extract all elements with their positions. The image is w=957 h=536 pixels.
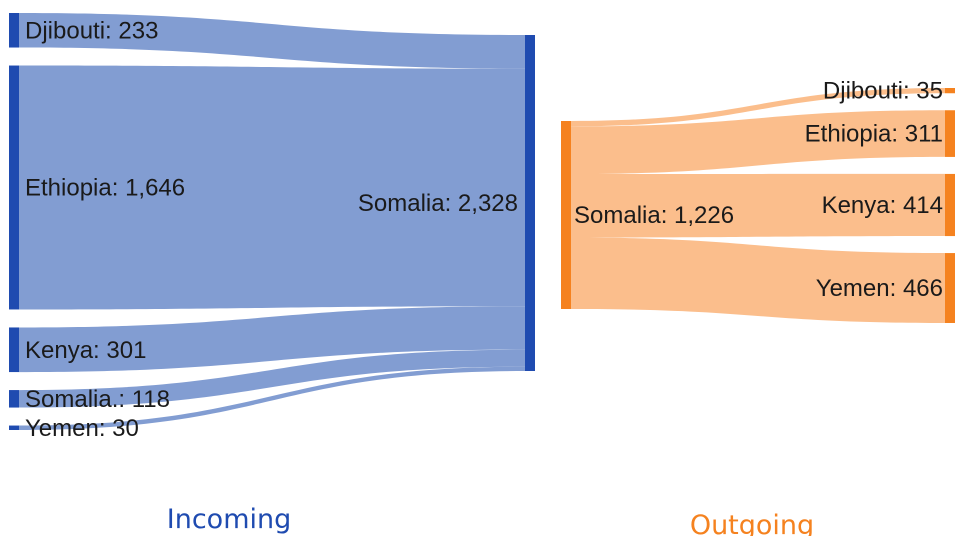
outgoing-title: Outgoing: [690, 510, 814, 536]
node-label-somalia-source: Somalia: 1,226: [574, 202, 734, 229]
node-ethiopia: [9, 65, 19, 310]
node-label-somalia-target: Somalia: 2,328: [358, 190, 518, 217]
node-label-ethiopia: Ethiopia: 311: [805, 121, 943, 148]
node-djibouti: [945, 88, 955, 94]
link-somalia-to-somalia: [19, 349, 525, 408]
node-somalia: [9, 390, 19, 408]
link-djibouti-to-somalia: [19, 13, 525, 69]
node-label-somalia: Somalia.: 118: [25, 386, 170, 413]
link-somalia-to-yemen: [571, 237, 945, 323]
link-kenya-to-somalia: [19, 306, 525, 373]
incoming-title: Incoming: [167, 504, 292, 535]
node-kenya: [945, 173, 955, 237]
link-yemen-to-somalia: [19, 366, 525, 430]
incoming-nodes: [9, 13, 535, 430]
node-ethiopia: [945, 110, 955, 157]
link-ethiopia-to-somalia: [19, 65, 525, 310]
node-somalia-source: [561, 121, 571, 309]
node-kenya: [9, 327, 19, 373]
node-label-djibouti: Djibouti: 233: [25, 17, 158, 44]
node-label-djibouti: Djibouti: 35: [823, 78, 943, 105]
incoming-links: [19, 13, 525, 430]
link-somalia-to-ethiopia: [571, 110, 945, 175]
node-label-ethiopia: Ethiopia: 1,646: [25, 174, 185, 201]
node-label-kenya: Kenya: 414: [822, 192, 943, 219]
node-yemen: [945, 253, 955, 323]
outgoing-links: [571, 88, 945, 323]
node-yemen: [9, 425, 19, 430]
node-label-yemen: Yemen: 466: [816, 275, 943, 302]
node-somalia-target: [525, 35, 535, 371]
node-label-kenya: Kenya: 301: [25, 337, 146, 364]
outgoing-nodes: [561, 88, 955, 323]
link-somalia-to-kenya: [571, 173, 945, 238]
link-somalia-to-djibouti: [571, 88, 945, 127]
node-label-yemen: Yemen: 30: [25, 415, 139, 442]
node-djibouti: [9, 13, 19, 48]
